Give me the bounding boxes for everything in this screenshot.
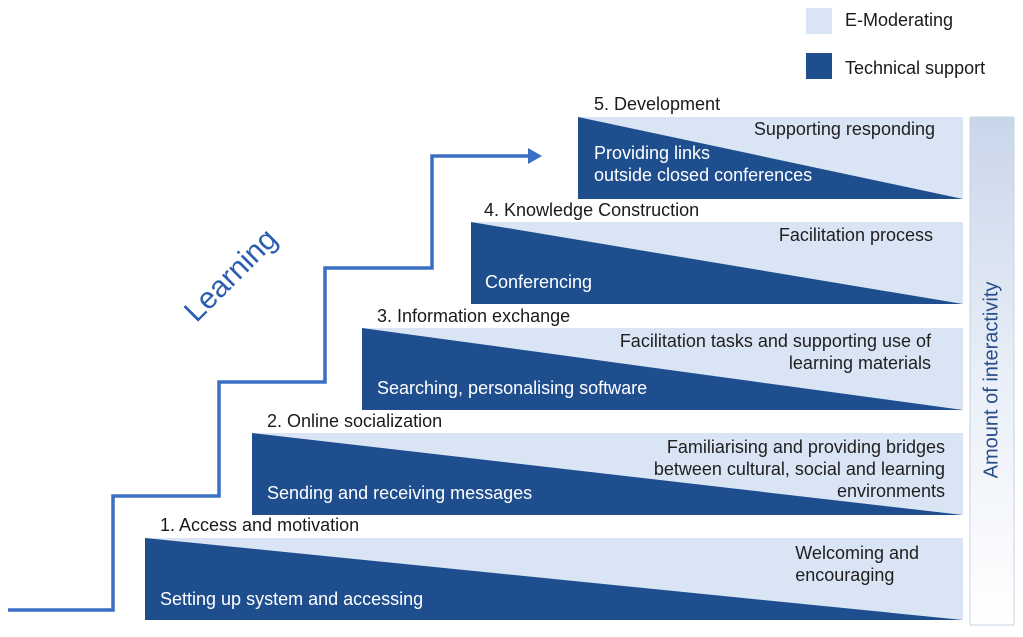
- legend-swatch-technical-support: [806, 53, 832, 79]
- legend-label-technical-support: Technical support: [845, 58, 986, 78]
- stage-5-technical-support-line-2: outside closed conferences: [594, 165, 813, 185]
- stage-2-e-moderating-text: Familiarising and providing bridges betw…: [654, 436, 945, 502]
- stage-4-title: 4. Knowledge Construction: [484, 200, 700, 220]
- stage-3-e-moderating-text: Facilitation tasks and supporting use of…: [620, 330, 931, 374]
- stage-3-technical-support-text: Searching, personalising software: [377, 378, 648, 398]
- stage-3-e-moderating-line-2: learning materials: [788, 353, 931, 373]
- stage-1-technical-support-area: [145, 538, 963, 620]
- stage-2-e-moderating-line-3: environments: [836, 481, 945, 501]
- stage-1-e-moderating-line-2: encouraging: [795, 565, 895, 585]
- stage-5-title: 5. Development: [594, 94, 721, 114]
- stage-5-technical-support-line-1: Providing links: [594, 143, 711, 163]
- learning-staircase-arrow: [8, 154, 528, 612]
- legend-swatch-e-moderating: [806, 8, 832, 34]
- stage-1-e-moderating-text: Welcoming and encouraging: [795, 542, 919, 586]
- stage-4-e-moderating-text: Facilitation process: [778, 225, 933, 245]
- stage-4-technical-support-area: [471, 222, 963, 304]
- stage-2-block: [252, 433, 963, 515]
- stage-3-title: 3. Information exchange: [377, 306, 571, 326]
- stage-3-technical-support-area: [362, 328, 963, 410]
- stage-5-block: [578, 117, 963, 199]
- arrowhead-icon: [528, 148, 542, 164]
- stage-1-title: 1. Access and motivation: [160, 515, 360, 535]
- stage-5-e-moderating-text: Supporting responding: [753, 119, 935, 139]
- stage-3-e-moderating-line-1: Facilitation tasks and supporting use of: [619, 331, 931, 351]
- stage-5-technical-support-area: [578, 117, 963, 199]
- stage-1-block: [145, 538, 963, 620]
- stage-4-block: [471, 222, 963, 304]
- stage-2-e-moderating-line-1: Familiarising and providing bridges: [666, 437, 945, 457]
- stage-5-technical-support-text: Providing links outside closed conferenc…: [594, 142, 812, 186]
- legend-label-e-moderating: E-Moderating: [845, 10, 954, 30]
- stage-2-technical-support-text: Sending and receiving messages: [267, 483, 533, 503]
- stage-2-e-moderating-line-2: between cultural, social and learning: [653, 459, 945, 479]
- interactivity-axis-label: Amount of interactivity: [980, 281, 1003, 479]
- stage-2-title: 2. Online socialization: [267, 411, 443, 431]
- stage-3-block: [362, 328, 963, 410]
- interactivity-axis-bar: [969, 116, 1015, 626]
- stage-1-technical-support-text: Setting up system and accessing: [160, 589, 424, 609]
- stage-4-technical-support-text: Conferencing: [485, 272, 593, 292]
- stage-2-technical-support-area: [252, 433, 963, 515]
- stage-1-e-moderating-line-1: Welcoming and: [795, 543, 919, 563]
